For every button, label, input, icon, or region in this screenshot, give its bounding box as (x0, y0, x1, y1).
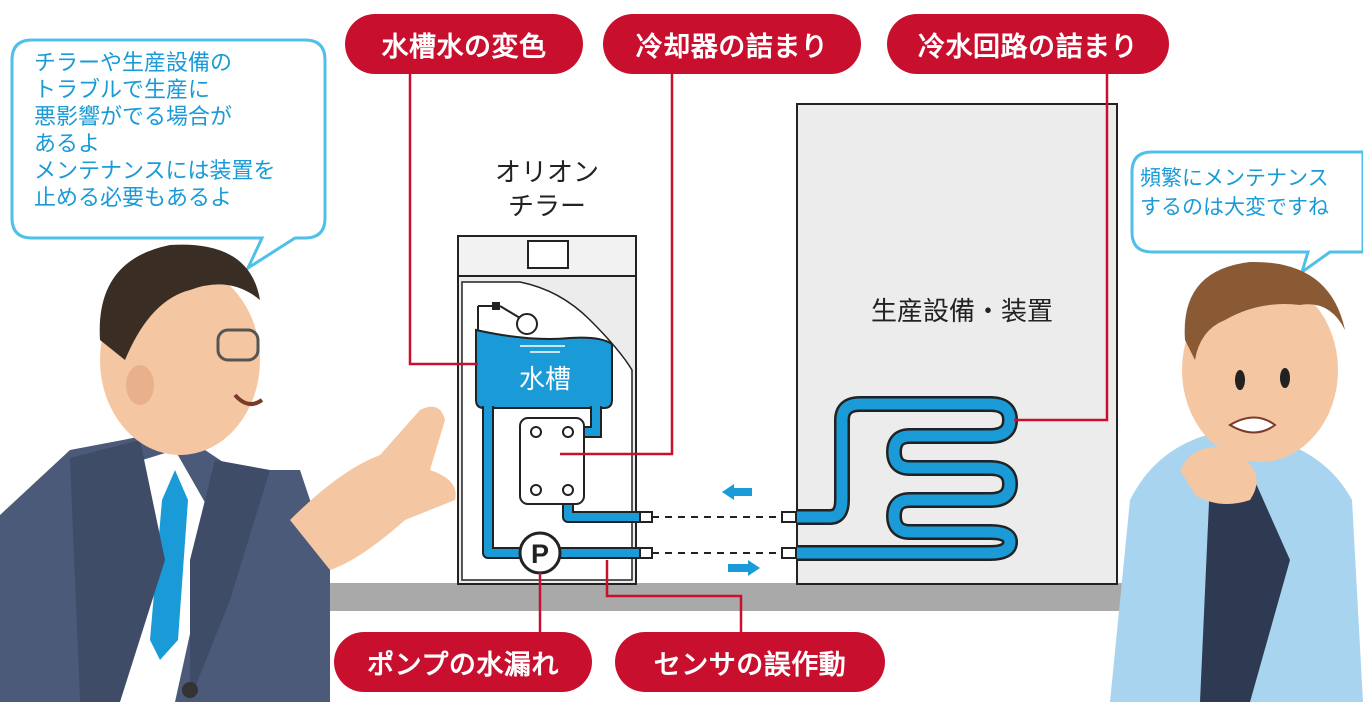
chiller-display (527, 240, 569, 269)
float-valve (516, 313, 538, 335)
supply-flow-arrow-icon (728, 560, 760, 576)
businessman-left (0, 244, 456, 702)
speech-bubble-right (1130, 150, 1363, 276)
label-pump-leak: ポンプの水漏れ (334, 632, 592, 692)
return-flow-arrow-icon (722, 484, 752, 500)
label-circuit-clog: 冷水回路の詰まり (887, 14, 1169, 74)
speech-left-text: チラーや生産設備の トラブルで生産に 悪影響がでる場合が あるよ メンテナンスに… (34, 51, 276, 211)
chiller-name: オリオン チラー (494, 158, 599, 222)
label-sensor-malfunction: センサの誤作動 (615, 632, 885, 692)
speech-bubble-left (10, 38, 327, 273)
leader-lines (408, 72, 1109, 634)
label-water-discoloration: 水槽水の変色 (345, 14, 583, 74)
speech-right-text: 頻繁にメンテナンス するのは大変ですね (1140, 166, 1329, 219)
tank-label: 水槽 (518, 365, 571, 395)
worker-right (1110, 261, 1363, 702)
equipment-name: 生産設備・装置 (870, 297, 1053, 327)
heat-exchanger (519, 417, 585, 505)
water-tank (475, 328, 613, 409)
pump-symbol: P (531, 539, 549, 569)
equipment-coil (796, 396, 1018, 561)
label-cooler-clog: 冷却器の詰まり (603, 14, 861, 74)
